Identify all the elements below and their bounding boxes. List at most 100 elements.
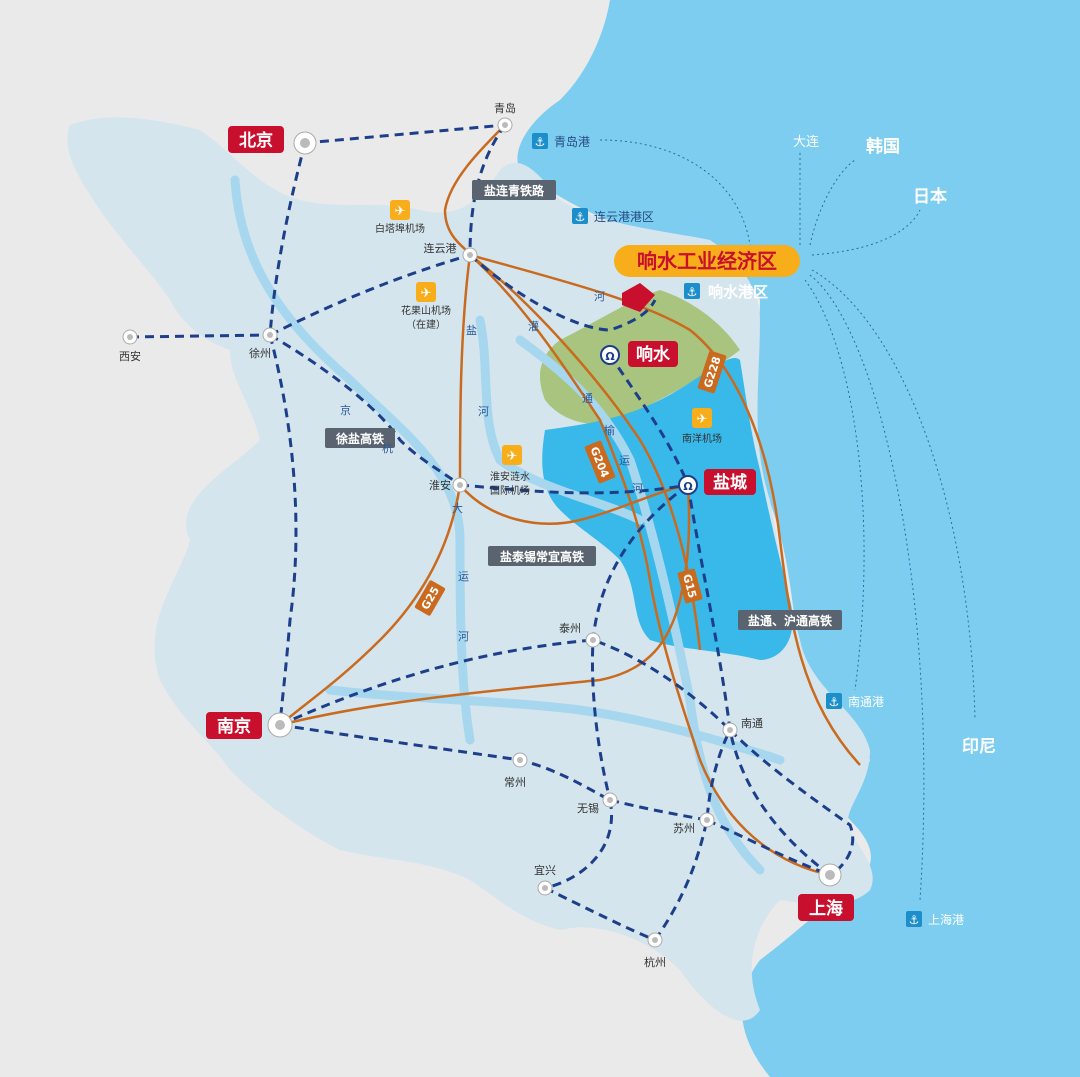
airport-label-huaguoshan-1: 花果山机场 (401, 304, 451, 317)
port-label-lianyungang: 连云港港区 (594, 209, 654, 224)
svg-text:✈: ✈ (395, 204, 406, 219)
node-taizhou (585, 632, 601, 648)
airport-icon: ✈ (416, 282, 436, 302)
node-changzhou (512, 752, 528, 768)
node-suzhou (699, 812, 715, 828)
hwy-shield-g204: G204 (584, 440, 616, 484)
port-label-nantong: 南通港 (848, 694, 884, 709)
anchor-icon: ⚓ (906, 911, 922, 927)
airport-label-huaian-2: 国际机场 (490, 484, 530, 497)
node-qingdao (497, 117, 513, 133)
node-hangzhou (647, 932, 663, 948)
svg-text:✈: ✈ (421, 286, 432, 301)
city-label-xiangshui: 响水 (636, 344, 671, 365)
rail-nt-sh (728, 728, 855, 877)
rail-l-xs (468, 253, 657, 332)
hwy-g25 (279, 484, 462, 726)
anchor-icon: ⚓ (572, 208, 588, 224)
city-box-xiangshui (628, 341, 678, 367)
hwy-g204 (469, 254, 831, 877)
jinghang-canal (230, 175, 475, 745)
river-char: 大 (452, 501, 463, 515)
hwy-g228 (469, 253, 861, 766)
yangtze-river (325, 685, 785, 765)
hwy-shield-g15: G15 (677, 568, 703, 604)
city-box-yancheng (704, 469, 756, 495)
city-label-xuzhou: 徐州 (249, 346, 271, 360)
node-wuxi (602, 792, 618, 808)
river-char: 京 (340, 403, 351, 417)
rail-wx-sz (609, 798, 708, 822)
node-nanjing (267, 712, 293, 738)
city-label-huaian: 淮安 (429, 478, 451, 492)
node-huaian (452, 477, 468, 493)
city-label-hangzhou: 杭州 (644, 955, 666, 969)
hwy-shield-g228: G228 (697, 350, 727, 394)
rail-tag-box-yantaixichangyi (488, 546, 596, 566)
sea (517, 0, 1080, 1077)
airport-label-nanyang: 南洋机场 (682, 432, 722, 445)
airport-icon: ✈ (502, 445, 522, 465)
hwy-label-g15: G15 (680, 573, 699, 600)
hwy-g15a (469, 254, 702, 651)
city-label-xian: 西安 (119, 349, 141, 363)
route-jp (811, 209, 921, 256)
city-label-yixing: 宜兴 (534, 863, 556, 877)
node-shanghai (818, 863, 842, 887)
port-label-xiangshui: 响水港区 (708, 283, 768, 301)
rail-xa-xz (129, 333, 271, 339)
rail-bj-xz (268, 142, 307, 336)
rail-nj-wx (279, 723, 611, 802)
rail-nj-nt (279, 638, 732, 732)
river-char: 通 (582, 392, 593, 405)
river-char: 榆 (604, 423, 615, 437)
route-sh (809, 274, 925, 901)
city-label-nantong: 南通 (741, 717, 763, 730)
airport-icon: ✈ (390, 200, 410, 220)
yanhe-river (475, 315, 645, 525)
rail-bj-qd (304, 123, 506, 145)
svg-text:⚓: ⚓ (909, 913, 920, 927)
node-lianyungang (462, 247, 478, 263)
svg-text:⚓: ⚓ (687, 285, 698, 299)
city-label-yancheng: 盐城 (713, 472, 747, 493)
route-kr (809, 159, 856, 246)
node-xuzhou (262, 327, 278, 343)
rail-ha-yc (459, 483, 689, 495)
port-label-qingdao: 青岛港 (554, 134, 590, 149)
node-xian (122, 329, 138, 345)
city-label-beijing: 北京 (239, 130, 273, 151)
city-label-wuxi: 无锡 (577, 801, 599, 815)
city-label-shanghai: 上海 (809, 898, 843, 919)
rail-tag-xuyan: 徐盐高铁 (335, 431, 384, 446)
river-char: 运 (619, 454, 630, 467)
rail-tag-box-yantong (738, 610, 842, 630)
city-label-suzhou: 苏州 (673, 822, 695, 835)
country-label-dalian: 大连 (793, 134, 819, 150)
country-label-korea: 韩国 (866, 136, 900, 157)
highways (279, 124, 861, 877)
hwy-q-l (443, 124, 506, 256)
rail-tag-box-yanlianqing (472, 180, 556, 200)
route-nt (804, 279, 865, 691)
city-label-changzhou: 常州 (504, 776, 526, 789)
rail-tag-box-xuyan (325, 428, 395, 448)
route-id (811, 269, 976, 721)
node-xiangshui: Ω (600, 345, 620, 365)
shipping-routes (599, 139, 976, 901)
river-char: 盐 (466, 324, 477, 337)
node-nantong (722, 722, 738, 738)
river-char: 河 (594, 290, 605, 303)
rail-xz-nj (268, 334, 298, 726)
rail-wx-yx (544, 799, 613, 890)
river-char: 河 (632, 482, 643, 495)
port-label-shanghai: 上海港 (928, 912, 964, 927)
anchor-icon: ⚓ (826, 693, 842, 709)
svg-text:Ω: Ω (683, 480, 693, 493)
highlight-zone-title: 响水工业经济区 (637, 249, 777, 273)
city-label-lianyungang: 连云港 (424, 242, 457, 255)
city-box-shanghai (798, 894, 854, 921)
svg-text:⚓: ⚓ (829, 695, 840, 709)
